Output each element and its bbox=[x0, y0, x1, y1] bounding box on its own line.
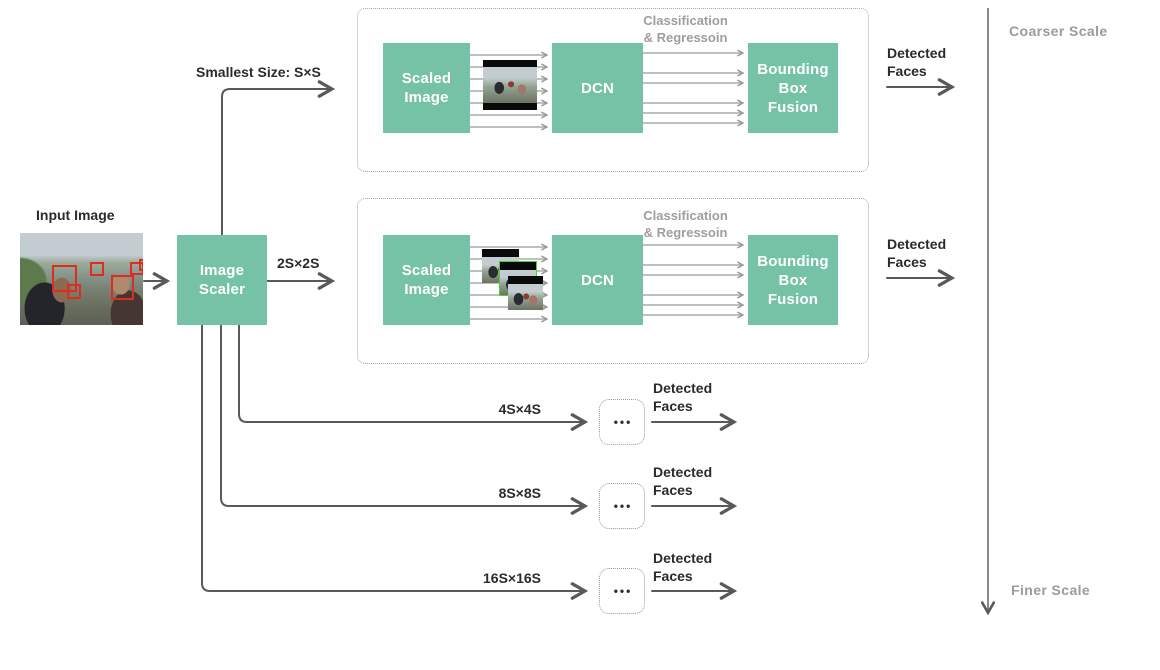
input-image bbox=[20, 233, 143, 325]
classification-label-mid: Classification & Regressoin bbox=[643, 208, 728, 240]
arrow-scaler-4s bbox=[238, 324, 589, 431]
arrow-scaler-smallest bbox=[221, 80, 336, 236]
collapsed-pipeline-4s: ••• bbox=[599, 399, 645, 445]
scale-label-8s: 8S×8S bbox=[498, 485, 541, 501]
pipeline-box-2s bbox=[357, 198, 869, 364]
face-box bbox=[139, 259, 143, 271]
node-fusion-mid: Bounding Box Fusion bbox=[748, 235, 838, 325]
collapsed-pipeline-16s: ••• bbox=[599, 568, 645, 614]
node-dcn-top: DCN bbox=[552, 43, 643, 133]
node-scaled-image-top: Scaled Image bbox=[383, 43, 470, 133]
arrow-scaler-16s bbox=[201, 324, 589, 600]
face-box bbox=[111, 275, 134, 300]
pipeline-box-smallest bbox=[357, 8, 869, 172]
node-dcn-mid: DCN bbox=[552, 235, 643, 325]
scaled-thumbnail-top bbox=[483, 60, 537, 110]
arrow-scaler-8s bbox=[220, 324, 589, 515]
scale-label-4s: 4S×4S bbox=[498, 401, 541, 417]
finer-scale-label: Finer Scale bbox=[1011, 582, 1091, 598]
collapsed-pipeline-8s: ••• bbox=[599, 483, 645, 529]
scaled-thumbnail-3 bbox=[508, 276, 543, 310]
face-box bbox=[130, 262, 143, 275]
input-image-label: Input Image bbox=[36, 207, 115, 223]
classification-label-top: Classification & Regressoin bbox=[643, 13, 728, 45]
node-fusion-top: Bounding Box Fusion bbox=[748, 43, 838, 133]
pipeline-arrows-mid-right bbox=[643, 241, 745, 319]
face-box bbox=[67, 284, 81, 299]
face-box bbox=[52, 265, 77, 292]
scale-label-2s: 2S×2S bbox=[277, 255, 320, 271]
node-image-scaler-label: Image Scaler bbox=[198, 262, 246, 298]
face-box bbox=[90, 262, 104, 276]
scale-label-smallest: Smallest Size: S×S bbox=[196, 64, 321, 80]
node-image-scaler: Image Scaler bbox=[177, 235, 267, 325]
scale-label-16s: 16S×16S bbox=[483, 570, 541, 586]
node-scaled-image-mid: Scaled Image bbox=[383, 235, 470, 325]
pipeline-arrows-top-right bbox=[643, 49, 745, 127]
thumbnail-photo bbox=[483, 67, 537, 103]
coarser-scale-label: Coarser Scale bbox=[1009, 23, 1108, 39]
thumbnail-photo bbox=[508, 284, 543, 310]
